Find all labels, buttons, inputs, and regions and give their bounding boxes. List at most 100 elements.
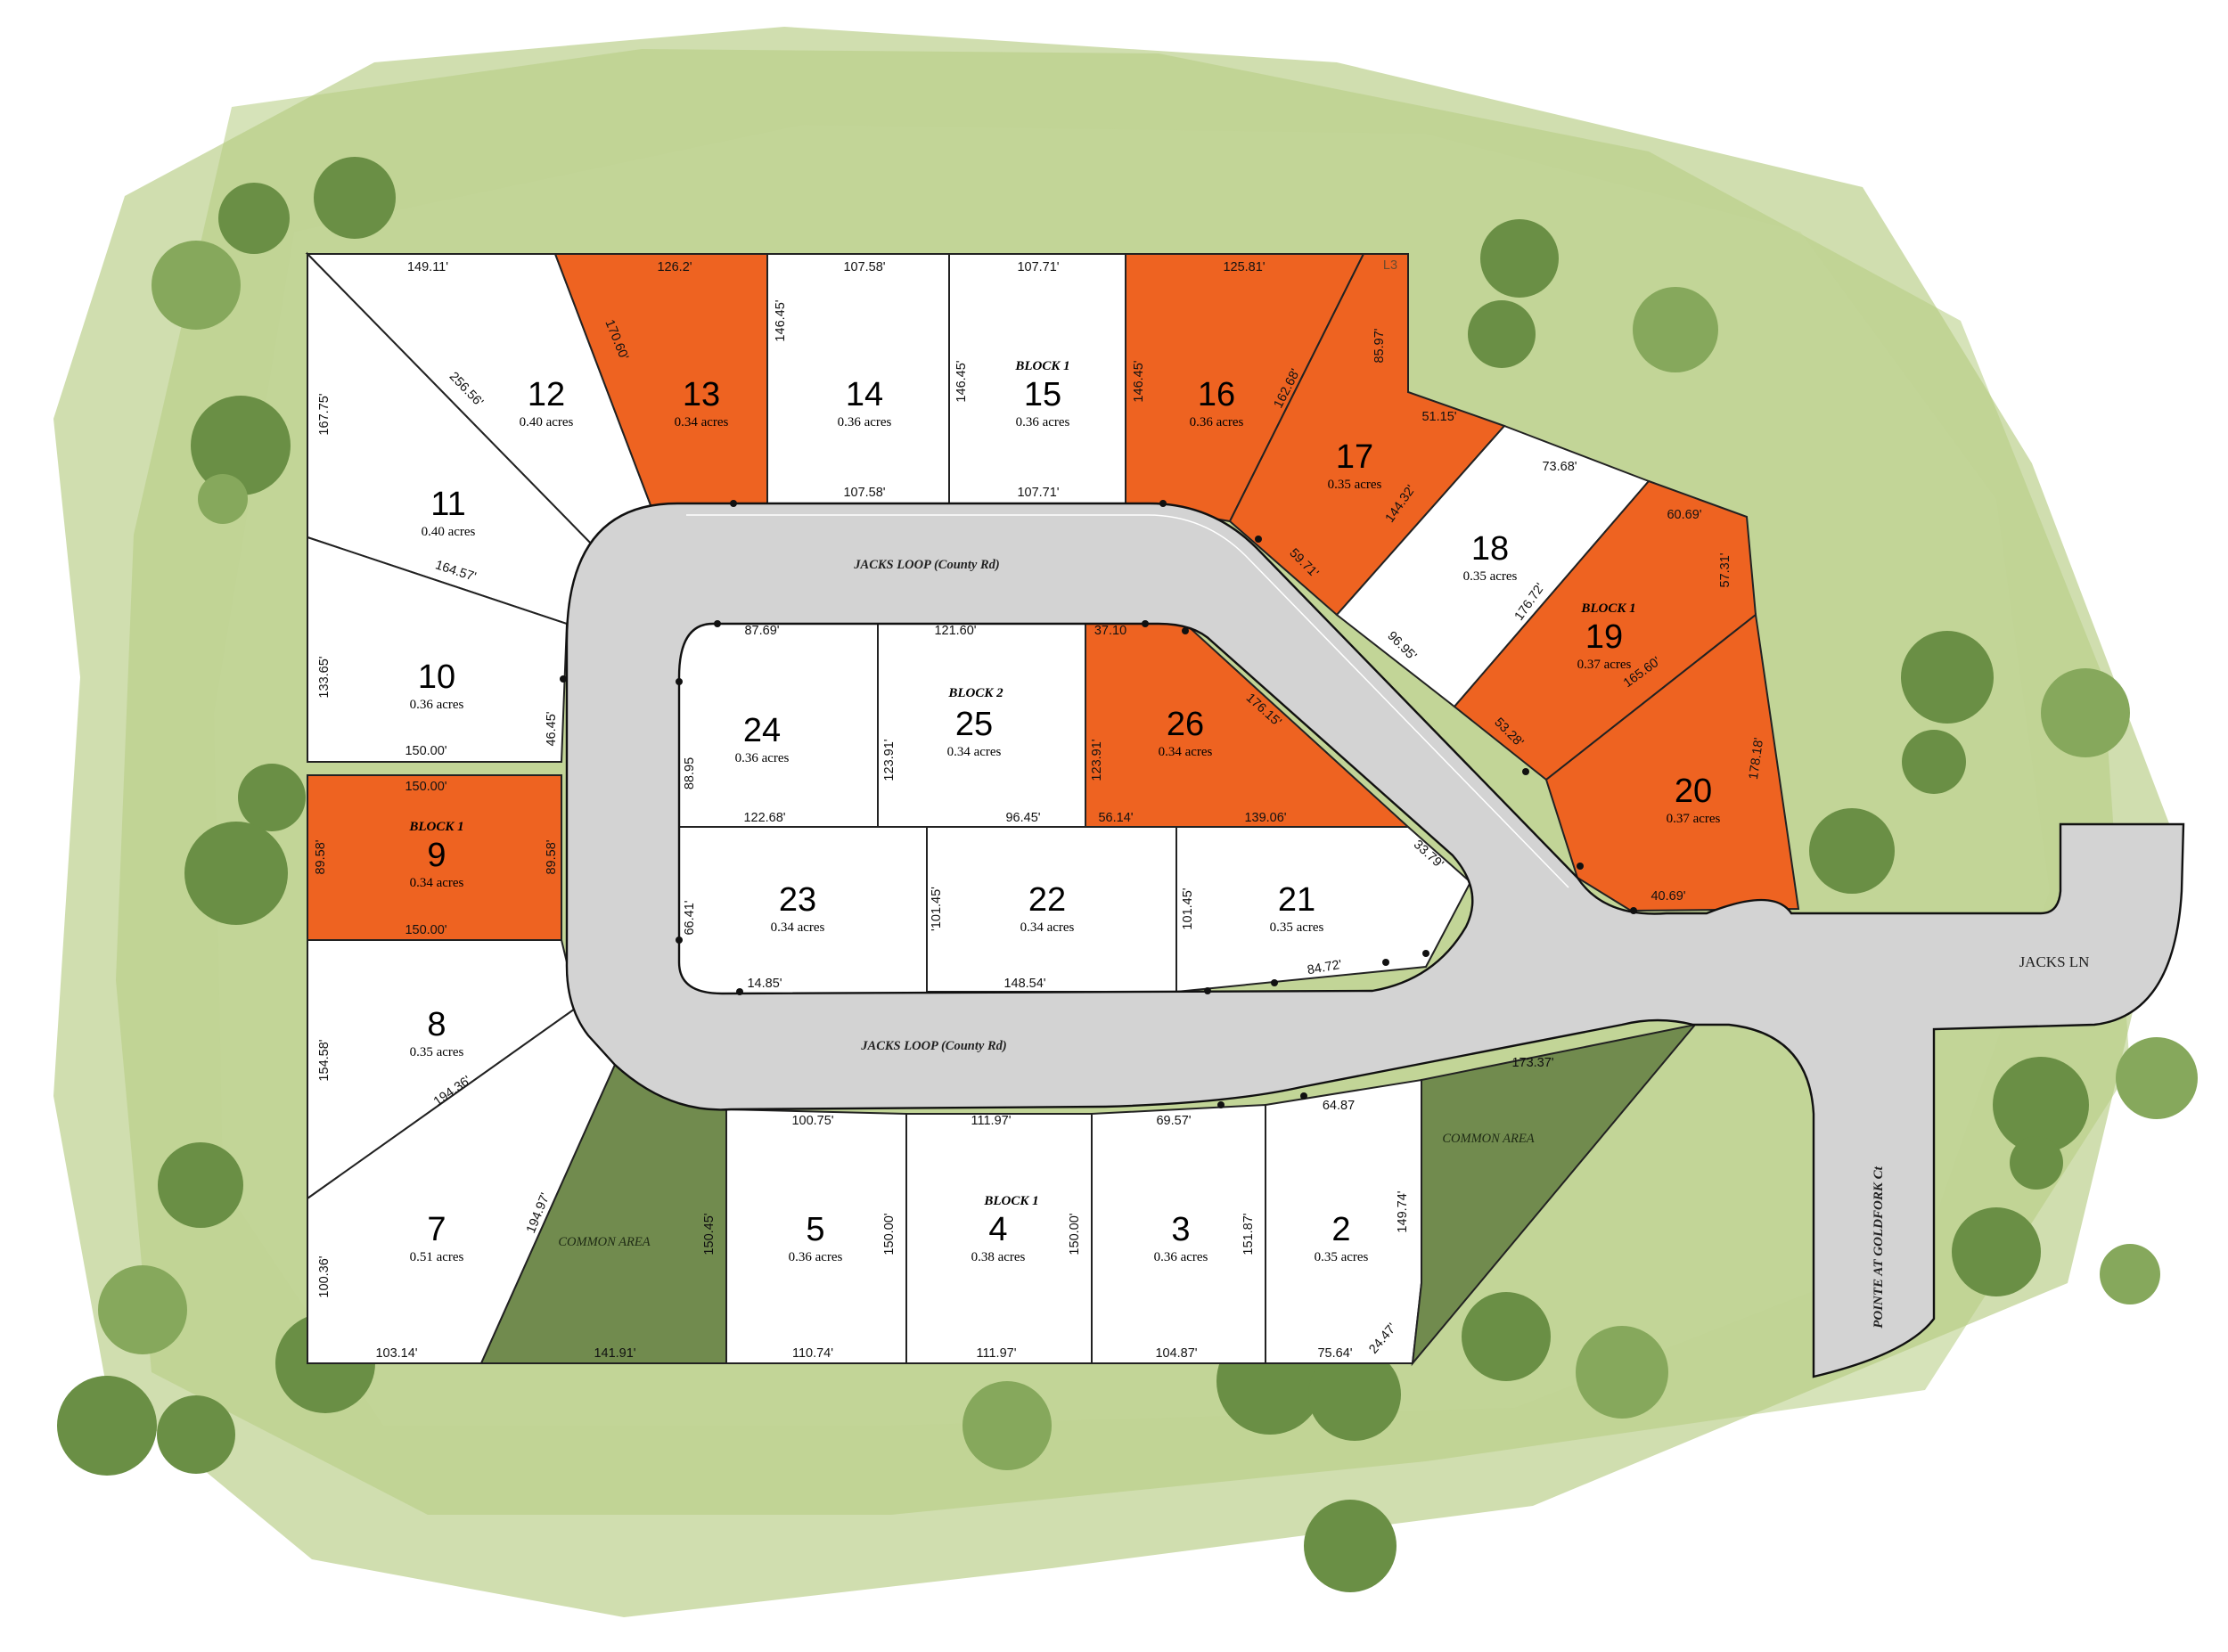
lot-number: 22: [1028, 881, 1066, 919]
block-label-4: BLOCK 1: [983, 1194, 1038, 1208]
lot-number: 10: [418, 658, 455, 696]
block-label-25: BLOCK 2: [947, 686, 1003, 700]
lot-acres: 0.36 acres: [410, 698, 464, 712]
lot-number: 19: [1585, 618, 1623, 656]
dimension: 40.69': [1651, 889, 1685, 904]
dimension: 89.58': [314, 839, 328, 874]
lot-number: 3: [1171, 1211, 1190, 1248]
dimension: 107.71': [1017, 260, 1059, 274]
lot-acres: 0.34 acres: [675, 415, 729, 429]
lot-acres: 0.40 acres: [520, 415, 574, 429]
road-label-loop-bottom: JACKS LOOP (County Rd): [860, 1039, 1006, 1053]
lot-acres: 0.34 acres: [410, 876, 464, 890]
lot-20[interactable]: [1544, 613, 1800, 912]
lot-acres: 0.35 acres: [1328, 478, 1382, 492]
lot-21[interactable]: [1175, 826, 1472, 994]
dimension: 126.2': [657, 260, 692, 274]
road-label-court: POINTE AT GOLDFORK Ct: [1872, 1165, 1886, 1328]
dimension: 149.11': [407, 260, 448, 274]
dimension: 150.00': [405, 780, 446, 794]
lot-acres: 0.40 acres: [422, 525, 476, 539]
dimension: 14.85': [747, 977, 782, 991]
dimension: 150.00': [1068, 1213, 1082, 1255]
lot-acres: 0.34 acres: [1159, 745, 1213, 759]
lot-acres: 0.36 acres: [1016, 415, 1070, 429]
lot-acres: 0.34 acres: [947, 745, 1002, 759]
block-label-19: BLOCK 1: [1580, 601, 1635, 616]
lots: [305, 251, 1800, 1367]
dimension: 85.97': [1372, 328, 1387, 363]
dimension: 107.58': [843, 486, 885, 500]
jacks-loop-road: [565, 502, 2185, 1378]
lot-acres: 0.36 acres: [1154, 1250, 1208, 1264]
dimension: 57.31': [1718, 552, 1732, 587]
dimension: 125.81': [1223, 260, 1265, 274]
lot-number: 2: [1331, 1211, 1350, 1248]
dimension: 167.75': [317, 393, 332, 435]
lot-number: 18: [1471, 530, 1509, 568]
dimension: 104.87': [1155, 1346, 1197, 1361]
trees: [57, 157, 2198, 1592]
lot-number: 24: [743, 712, 781, 749]
dimension: 73.68': [1542, 460, 1577, 474]
dimension: 37.10: [1094, 624, 1126, 638]
lot-acres: 0.35 acres: [1463, 569, 1518, 584]
lot-number: 14: [846, 376, 883, 413]
dimension: 69.57': [1156, 1114, 1191, 1128]
dimension: 146.45': [774, 299, 788, 341]
dimension: 121.60': [934, 624, 976, 638]
road-label-loop-top: JACKS LOOP (County Rd): [853, 558, 999, 572]
lot-acres: 0.34 acres: [771, 920, 825, 935]
dimension: 148.54': [1003, 977, 1045, 991]
dimension: 123.91': [1090, 739, 1104, 781]
dimension: 100.75': [791, 1114, 833, 1128]
lot-10[interactable]: [307, 536, 569, 763]
dimension: 146.45': [1132, 360, 1146, 402]
dimension: 150.45': [702, 1213, 717, 1255]
dimension: 139.06': [1244, 811, 1286, 825]
dimension: 60.69': [1667, 508, 1701, 522]
lot-number: 17: [1336, 438, 1373, 476]
lot-number: 15: [1024, 376, 1061, 413]
dimension: 150.00': [405, 744, 446, 758]
lot-acres: 0.36 acres: [1190, 415, 1244, 429]
dimension: 123.91': [882, 739, 897, 781]
lot-acres: 0.36 acres: [789, 1250, 843, 1264]
lot-number: 4: [988, 1211, 1007, 1248]
lot-acres: 0.37 acres: [1667, 812, 1721, 826]
dimension: '101.45': [930, 887, 944, 931]
block-label-9: BLOCK 1: [408, 820, 463, 834]
lot-acres: 0.36 acres: [838, 415, 892, 429]
road-label-jacks-ln: JACKS LN: [2019, 953, 2090, 970]
dimension: 154.58': [317, 1039, 332, 1081]
dimension: 64.87: [1323, 1099, 1355, 1113]
dimension: 150.00': [882, 1213, 897, 1255]
dimension: 51.15': [1421, 410, 1456, 424]
lot-number: 12: [528, 376, 565, 413]
lot-number: 9: [427, 837, 446, 874]
dimension: 46.45': [545, 711, 559, 746]
dimension: 111.97': [977, 1346, 1017, 1361]
lot-number: 20: [1675, 773, 1712, 810]
dimension: 122.68': [743, 811, 785, 825]
lot-number: 25: [955, 706, 993, 743]
lot-acres: 0.51 acres: [410, 1250, 464, 1264]
dimension: 87.69': [744, 624, 779, 638]
lot-labels: 12 0.40 acres 11 0.40 acres 13 0.34 acre…: [410, 376, 1721, 1264]
dimension: 150.00': [405, 923, 446, 937]
lot-number: 13: [683, 376, 720, 413]
lot-number: 11: [430, 486, 465, 523]
dimension: 96.45': [1005, 811, 1040, 825]
dimension: 100.36': [317, 1255, 332, 1297]
dimension: 141.91': [594, 1346, 635, 1361]
common-area-right[interactable]: [1411, 1023, 1698, 1367]
dimension: 107.58': [843, 260, 885, 274]
dimension: 133.65': [317, 656, 332, 698]
lot-acres: 0.38 acres: [971, 1250, 1026, 1264]
lot-acres: 0.36 acres: [735, 751, 790, 765]
common-area-left-label: COMMON AREA: [558, 1235, 650, 1249]
lot-acres: 0.35 acres: [1270, 920, 1324, 935]
dimension: 146.45': [954, 360, 969, 402]
lot-acres: 0.35 acres: [1315, 1250, 1369, 1264]
